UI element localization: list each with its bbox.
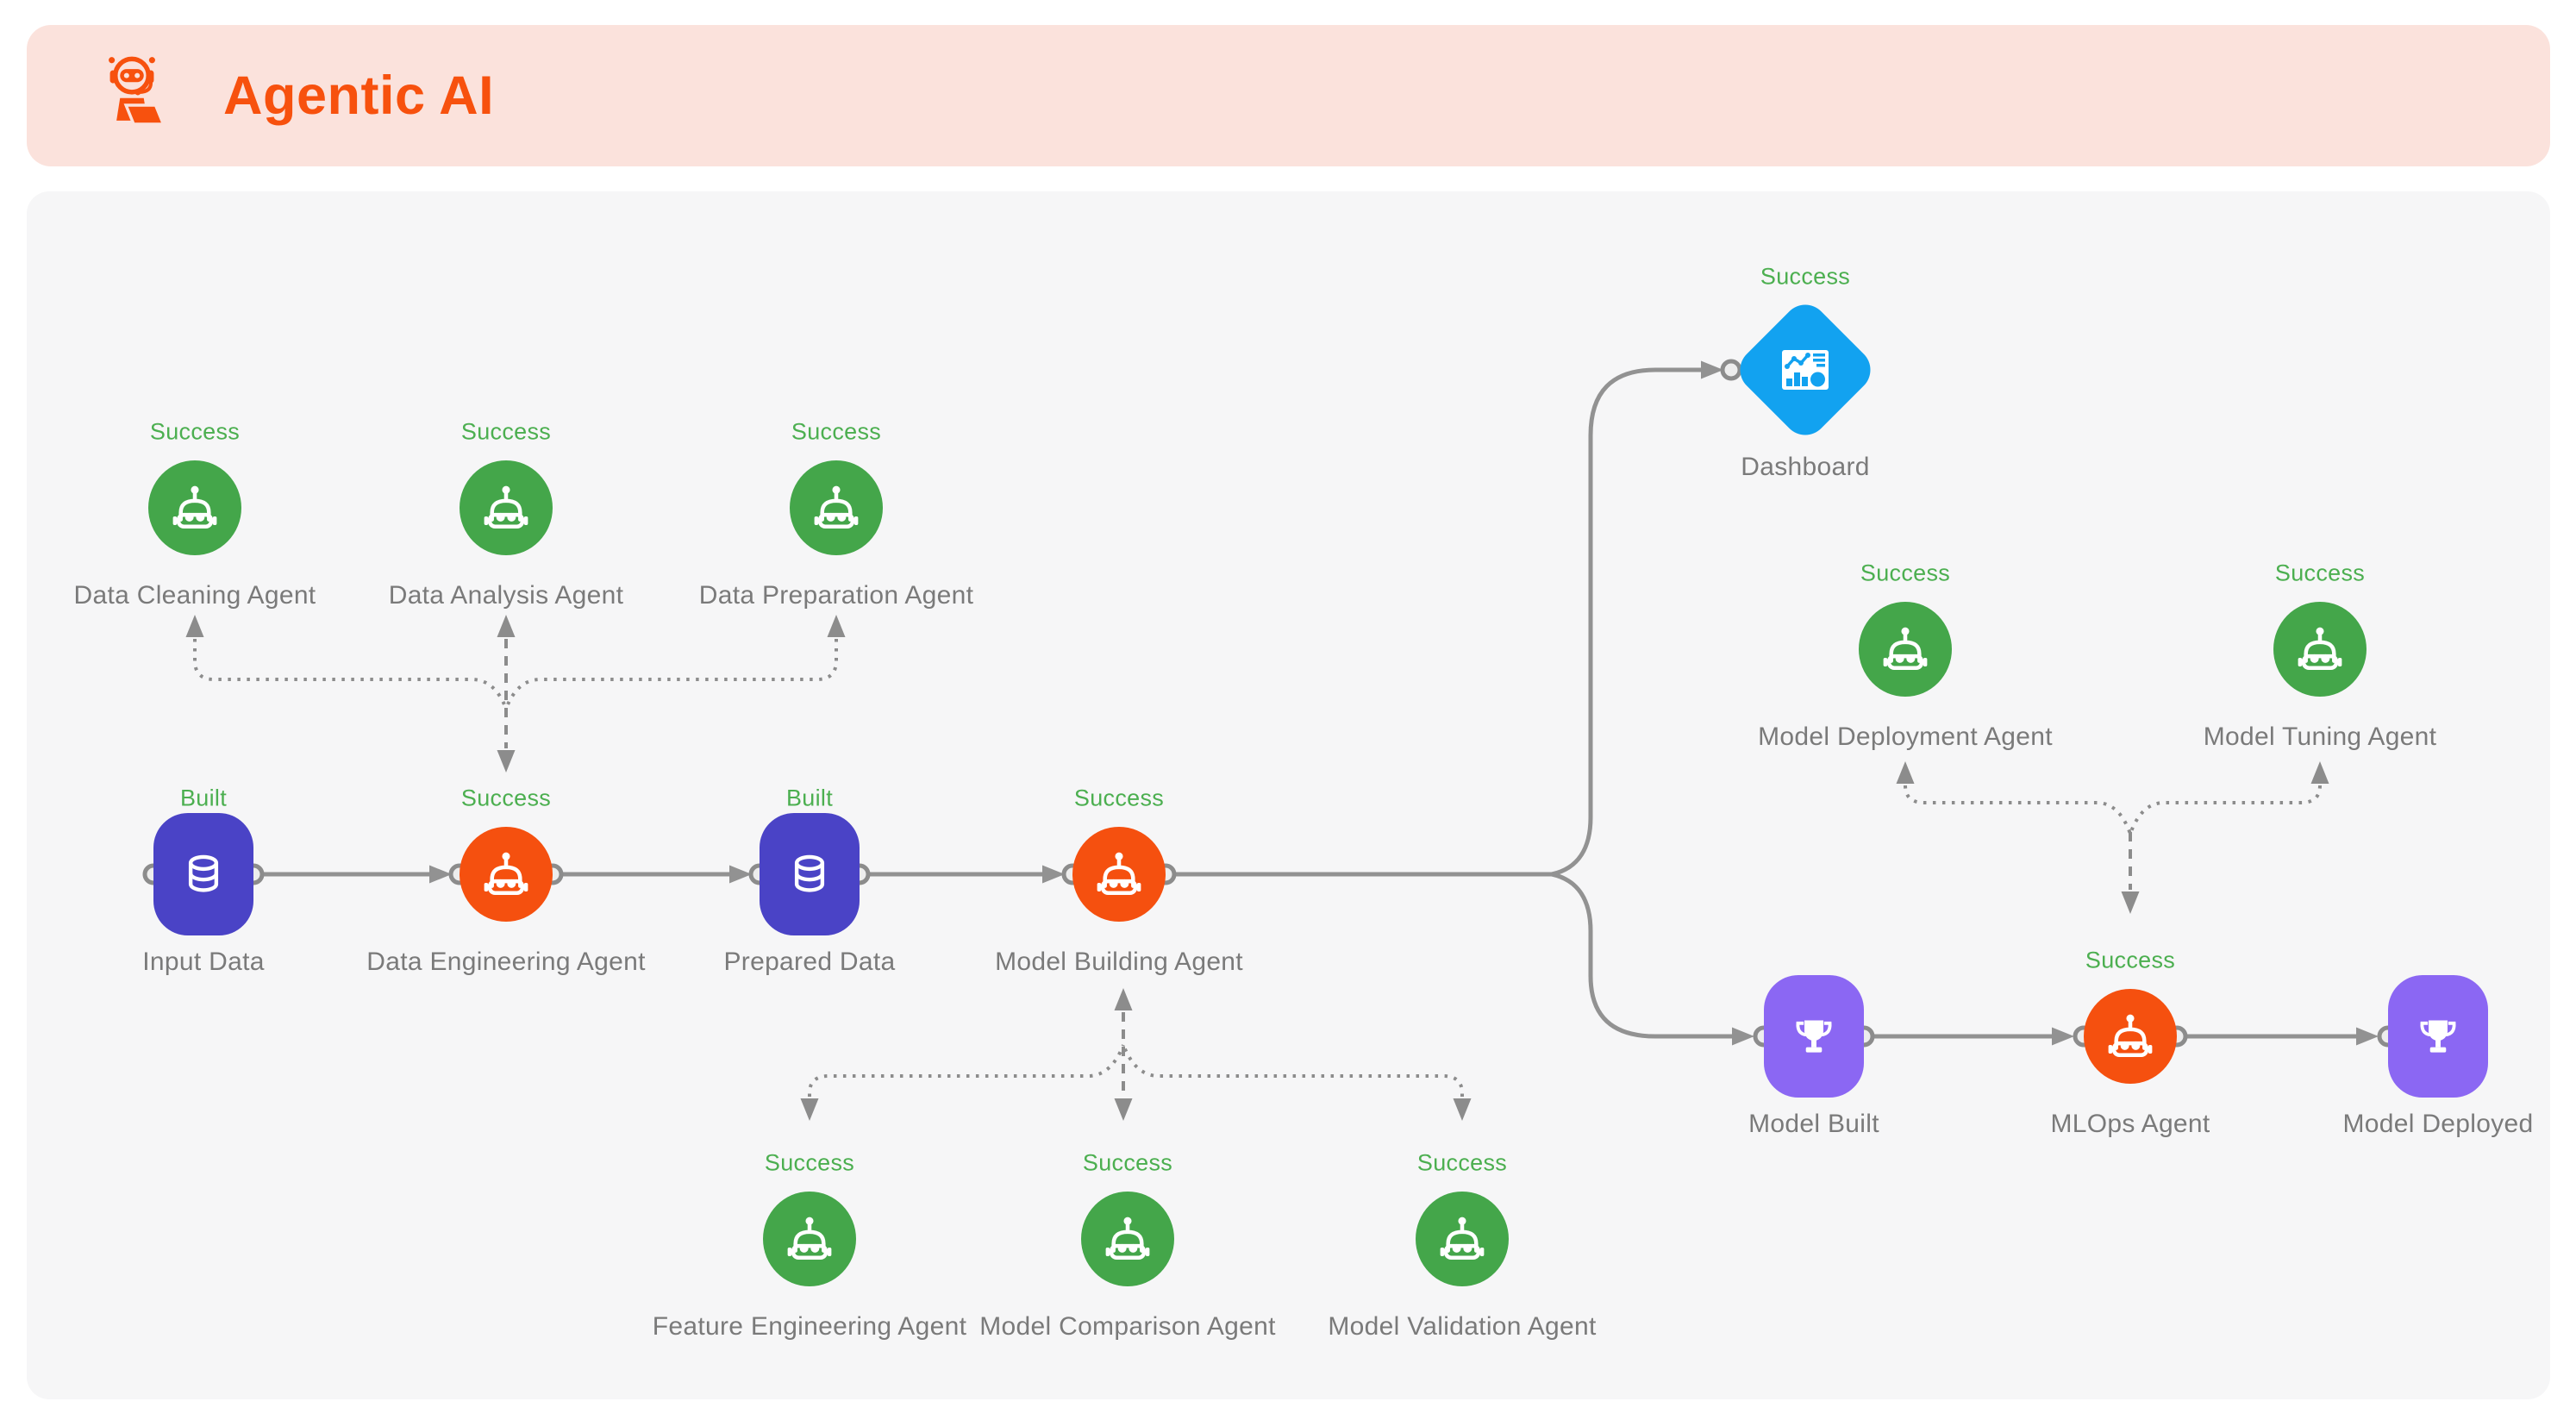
model-validation-agent-shape[interactable] [1416,1192,1509,1286]
node-label: Prepared Data [723,948,896,976]
data-engineering-agent-shape[interactable] [460,827,553,922]
model-deployment-agent-shape[interactable] [1859,602,1952,697]
model-deployed-shape[interactable] [2388,975,2488,1098]
mlops-agent-shape[interactable] [2084,989,2177,1084]
node-label: MLOps Agent [2050,1110,2210,1138]
model-tuning-agent-shape[interactable] [2273,602,2367,697]
robot-icon [481,483,531,533]
page-title: Agentic AI [223,66,495,126]
robot-icon [811,483,861,533]
input-data-shape[interactable] [153,813,253,935]
robot-icon [2295,624,2345,674]
database-icon [179,850,228,898]
node-label: Data Engineering Agent [366,948,646,976]
trophy-icon [1791,1013,1837,1060]
trophy-icon [2415,1013,2461,1060]
robot-headset-icon [94,51,170,141]
node-label: Model Deployment Agent [1758,723,2053,751]
node-label: Input Data [142,948,265,976]
node-label: Data Cleaning Agent [73,581,316,610]
model-comparison-agent-shape[interactable] [1081,1192,1174,1286]
feature-engineering-agent-shape[interactable] [763,1192,856,1286]
dashboard-icon [1766,331,1845,410]
robot-icon [1094,849,1144,899]
node-label: Model Built [1748,1110,1879,1138]
node-label: Model Deployed [2342,1110,2534,1138]
status-badge: Success [1082,1149,1173,1176]
dashboard-shape[interactable] [1730,295,1880,445]
robot-icon [785,1214,835,1264]
robot-icon [1103,1214,1153,1264]
robot-icon [2105,1011,2155,1061]
node-label: Data Analysis Agent [388,581,624,610]
status-badge: Success [1416,1149,1508,1176]
node-label: Model Tuning Agent [2203,723,2437,751]
status-badge: Built [785,785,834,811]
status-badge: Success [791,418,882,445]
model-building-agent-shape[interactable] [1072,827,1166,922]
app-header: Agentic AI [27,25,2550,166]
status-badge: Success [764,1149,855,1176]
status-badge: Success [460,785,552,811]
node-label: Data Preparation Agent [698,581,974,610]
data-analysis-agent-shape[interactable] [460,460,553,555]
connection-handle[interactable] [1720,359,1742,381]
status-badge: Success [1760,263,1851,290]
node-label: Feature Engineering Agent [652,1312,967,1341]
node-label: Model Building Agent [995,948,1243,976]
robot-icon [1880,624,1930,674]
robot-icon [1437,1214,1487,1264]
status-badge: Success [1073,785,1165,811]
status-badge: Built [179,785,228,811]
data-preparation-agent-shape[interactable] [790,460,883,555]
model-built-shape[interactable] [1764,975,1864,1098]
status-badge: Success [2085,947,2176,973]
database-icon [785,850,834,898]
prepared-data-shape[interactable] [760,813,860,935]
status-badge: Success [149,418,241,445]
status-badge: Success [1860,560,1951,586]
robot-icon [481,849,531,899]
robot-icon [170,483,220,533]
node-label: Dashboard [1741,453,1870,481]
diagram-canvas[interactable] [27,191,2550,1399]
status-badge: Success [2274,560,2366,586]
data-cleaning-agent-shape[interactable] [148,460,241,555]
node-label: Model Validation Agent [1328,1312,1597,1341]
status-badge: Success [460,418,552,445]
node-label: Model Comparison Agent [979,1312,1276,1341]
